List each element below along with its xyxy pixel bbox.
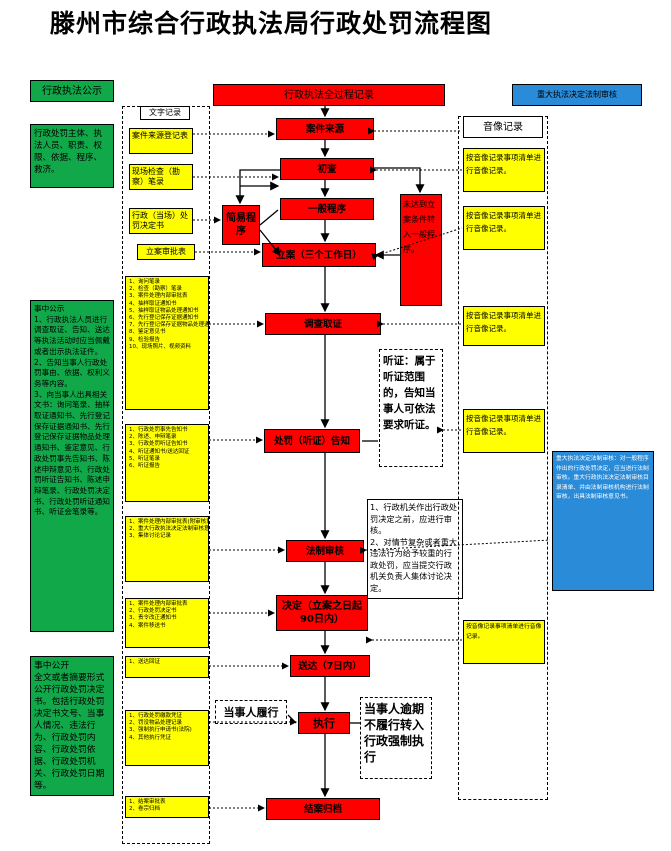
simple-procedure-step: 简易程序 — [222, 205, 260, 245]
inspection-record: 现场检查（勘察）笔录 — [129, 164, 193, 190]
doc-list-item: 2、行政处罚决定书 — [129, 608, 177, 615]
legal-review-doc-list: 1、案件处理内部审批表(附审核意见)2、重大行政执法决定法制审核意见书3、集体讨… — [125, 516, 209, 582]
doc-list-item: 7、先行登记保存证据物品处理通知书 — [129, 322, 209, 329]
doc-list-item: 1、行政处罚事先告知书 — [129, 427, 188, 433]
filing-step: 立案（三个工作日） — [262, 243, 376, 267]
doc-list-item: 3、强制执行申请书(法院) — [129, 727, 192, 734]
doc-list-item: 1、询问笔录 — [129, 279, 160, 285]
transfer-to-general-note: 未达到立案条件转入一般程序。 — [400, 194, 442, 306]
doc-list-item: 3、集体讨论记录 — [129, 533, 171, 540]
doc-list-item: 2、罚没物品处理记录 — [129, 720, 182, 727]
closing-step: 结案归档 — [266, 798, 380, 820]
doc-list-item: 4、案件移送书 — [129, 622, 166, 629]
case-source-form: 案件来源登记表 — [129, 128, 193, 154]
delivery-doc-list: 1、送达回证 — [125, 656, 209, 678]
execution-step: 执行 — [298, 712, 350, 734]
doc-list-item: 1、案件处理内部审批表 — [129, 601, 188, 607]
doc-list-item: 9、检验报告 — [129, 336, 160, 343]
doc-list-item: 8、鉴定意见书 — [129, 329, 166, 336]
major-review-box: 重大执法决定法制审核：对一般程序作出的行政处罚决定，应当进行法制审核。重大行政执… — [552, 451, 654, 591]
general-procedure-step: 一般程序 — [280, 198, 374, 220]
post-publicity-box: 事中公开 全文或者摘要形式公开行政处罚决定书。包括行政处罚决定书文号、当事人情况… — [30, 656, 114, 796]
av-note-4: 按音像记录事项清单进行音像记录。 — [463, 409, 545, 453]
disclosure-header: 行政执法公示 — [30, 80, 114, 102]
av-note-5: 按音像记录事项清单进行音像记录。 — [463, 620, 545, 664]
doc-list-item: 5、听证笔录 — [129, 455, 160, 462]
doc-list-item: 5、抽样取证物品处理通知书 — [129, 307, 199, 314]
text-record-header: 文字记录 — [140, 106, 190, 120]
doc-list-item: 4、听证通知书/送达回证 — [129, 448, 190, 455]
av-note-1: 按音像记录事项清单进行音像记录。 — [463, 148, 545, 192]
penalty-notice-step: 处罚（听证）告知 — [264, 429, 360, 453]
doc-list-item: 6、听证报告 — [129, 463, 160, 470]
page-title: 滕州市综合行政执法局行政处罚流程图 — [50, 9, 493, 38]
hearing-scope-note: 听证：属于听证范围的，告知当事人可依法要求听证。 — [379, 349, 443, 467]
doc-list-item: 1、行政处罚缴款凭证 — [129, 713, 182, 719]
av-record-header: 音像记录 — [463, 116, 543, 138]
doc-list-item: 6、先行登记保存证据通知书 — [129, 315, 199, 322]
av-note-3: 按音像记录事项清单进行音像记录。 — [463, 306, 545, 346]
delivery-step: 送达（7日内） — [290, 655, 370, 677]
major-review-header: 重大执法决定法制审核 — [512, 84, 642, 106]
case-source-step: 案件来源 — [276, 118, 374, 140]
onsite-decision-doc: 行政（当场）处罚决定书 — [129, 208, 193, 234]
collective-decision-note: 1、行政机关作出行政处罚决定之前，应进行审核。 2、对情节复杂或者重大违法行为给… — [367, 499, 463, 599]
doc-list-item: 2、陈述、申辩笔录 — [129, 434, 177, 441]
disclosure-subject-box: 行政处罚主体、执法人员、职责、权限、依据、程序、救济。 — [30, 124, 114, 188]
decision-step: 决定（立案之日起90日内） — [276, 595, 368, 631]
av-note-2: 按音像记录事项清单进行音像记录。 — [463, 206, 545, 250]
full-process-record-header: 行政执法全过程记录 — [213, 84, 445, 106]
doc-list-item: 2、重大行政执法决定法制审核意见书 — [129, 526, 209, 533]
doc-list-item: 3、案件处理内部审批表 — [129, 293, 188, 300]
forced-execution-note: 当事人逾期不履行转入行政强制执行 — [360, 697, 432, 779]
case-publicity-box: 事中公示 1、行政执法人员进行调查取证、告知、送达等执法活动时应当佩戴或者出示执… — [30, 300, 114, 632]
investigation-step: 调查取证 — [265, 313, 381, 335]
doc-list-item: 2、卷宗归档 — [129, 806, 160, 813]
voluntary-execution-note: 当事人履行 — [215, 700, 287, 724]
doc-list-item: 3、责令改正通知书 — [129, 615, 177, 622]
doc-list-item: 4、其他执行凭证 — [129, 734, 171, 741]
doc-list-item: 10、现场照片、视频资料 — [129, 343, 191, 350]
doc-list-item: 1、案件处理内部审批表(附审核意见) — [129, 519, 208, 525]
doc-list-item: 2、检查（勘察）笔录 — [129, 286, 182, 293]
doc-list-item: 4、抽样取证通知书 — [129, 300, 177, 307]
doc-list-item: 1、结案审批表 — [129, 799, 166, 805]
doc-list-item: 1、送达回证 — [129, 659, 160, 665]
filing-approval-form: 立案审批表 — [137, 244, 195, 260]
doc-list-item: 3、行政处罚听证告知书 — [129, 441, 188, 448]
